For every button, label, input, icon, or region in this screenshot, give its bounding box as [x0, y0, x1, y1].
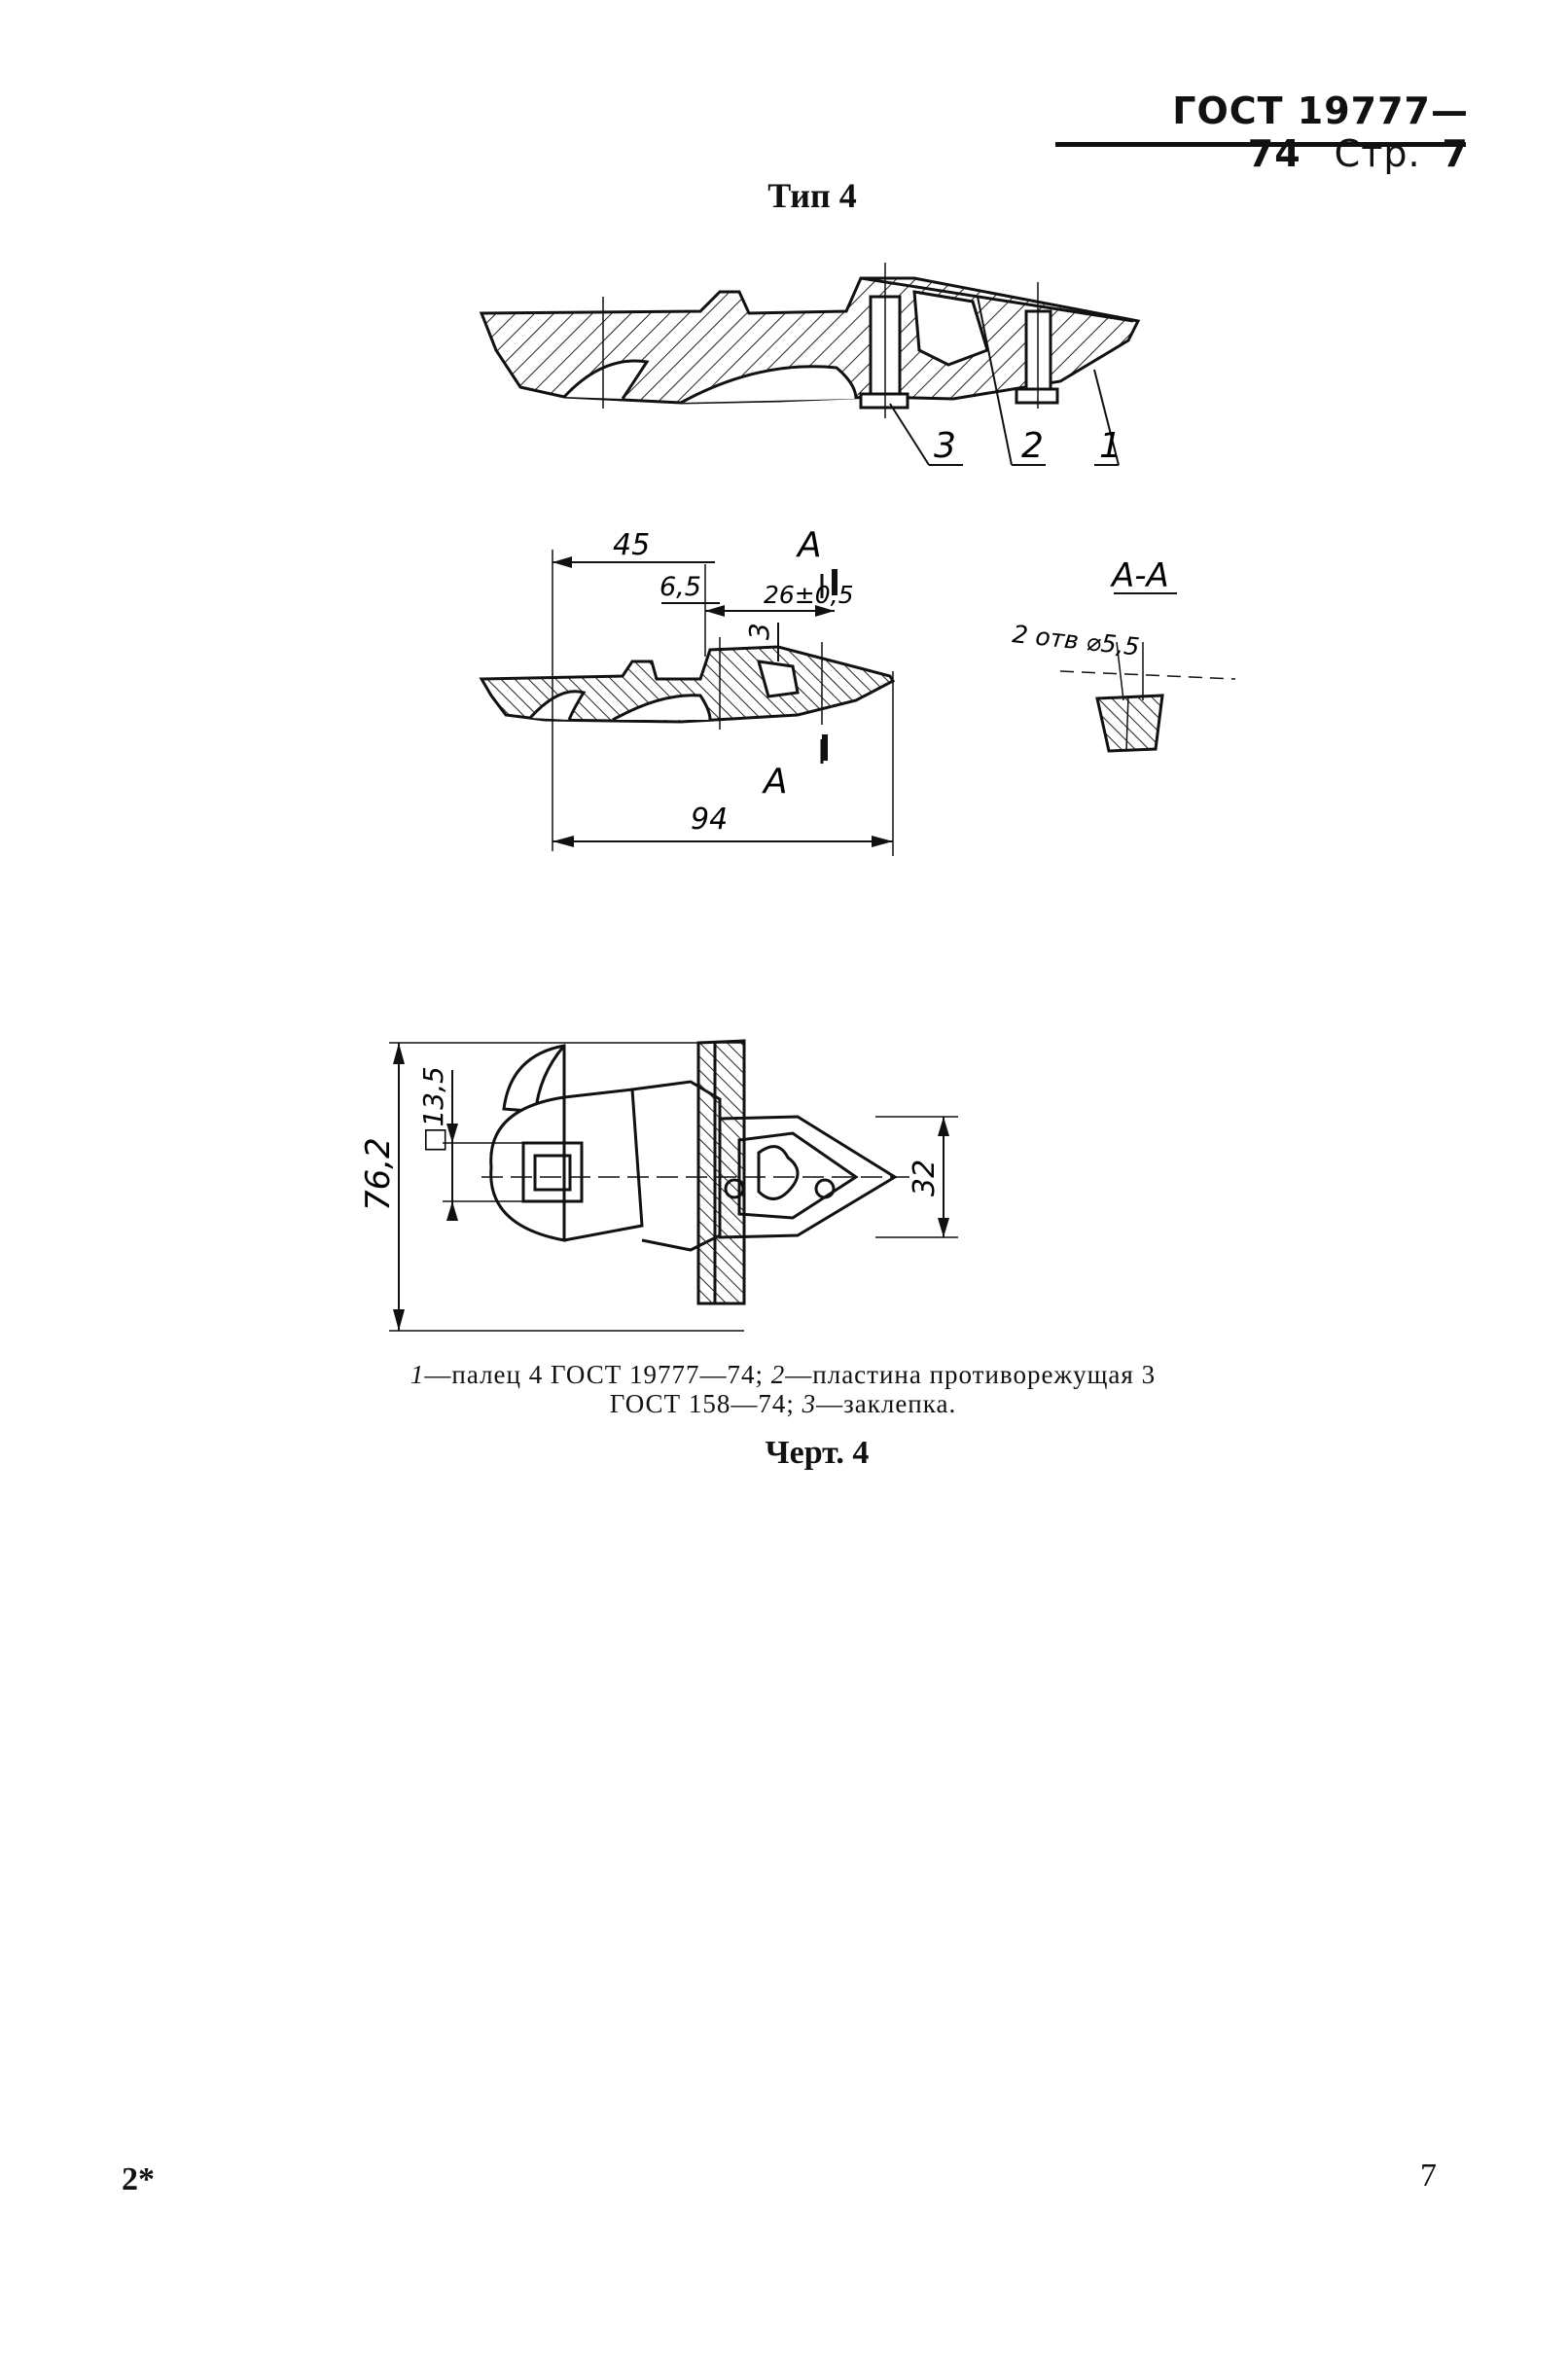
dim-45: 45: [613, 528, 650, 562]
dim-94: 94: [691, 803, 728, 837]
dim-6-5: 6,5: [659, 572, 701, 602]
callout-1: 1: [1099, 426, 1122, 466]
figure-caption: 1—палец 4 ГОСТ 19777—74; 2—пластина прот…: [336, 1360, 1230, 1418]
dim-26: 26±0,5: [764, 581, 854, 609]
type-title: Тип 4: [767, 176, 857, 215]
page-number: 7: [1442, 132, 1469, 175]
page-label: Стр.: [1334, 132, 1421, 175]
section-a-a-view: [1059, 592, 1236, 753]
dim-32: 32: [908, 1160, 942, 1196]
callout-2: 2: [1021, 426, 1044, 466]
standard-number: ГОСТ 19777—74: [1172, 89, 1469, 175]
section-mark-bottom: А: [762, 762, 788, 802]
technical-drawing: 3 2 1 А А 45 6,5 26±0,5 3 94: [359, 263, 1236, 1332]
dim-3: 3: [743, 623, 775, 640]
footer-page-number: 7: [1420, 2158, 1437, 2194]
section-mark-top: А: [796, 525, 822, 565]
figure-label: Черт. 4: [765, 1435, 870, 1471]
caption-num-2: 2: [770, 1360, 786, 1389]
section-view-main: [479, 263, 1141, 466]
section-title-a-a: А-А: [1110, 556, 1169, 595]
dim-76-2: 76,2: [359, 1137, 398, 1211]
caption-text-1: —палец 4 ГОСТ 19777—74;: [424, 1360, 771, 1389]
caption-line-2: ГОСТ 158—74; 3—заклепка.: [336, 1389, 1230, 1418]
header-rule: [1055, 142, 1466, 147]
caption-text-2b: ГОСТ 158—74;: [609, 1389, 802, 1418]
caption-text-2: —пластина противорежущая 3: [785, 1360, 1157, 1389]
caption-num-1: 1: [410, 1360, 425, 1389]
plan-view: [389, 1039, 958, 1332]
caption-num-3: 3: [802, 1389, 817, 1418]
side-view-dimensioned: [479, 550, 896, 856]
footer-sheet-mark: 2*: [122, 2161, 155, 2197]
callout-3: 3: [934, 426, 956, 466]
hole-note: 2 отв ⌀5,5: [1011, 620, 1141, 661]
caption-text-3: —заклепка.: [816, 1389, 957, 1418]
caption-line-1: 1—палец 4 ГОСТ 19777—74; 2—пластина прот…: [336, 1360, 1230, 1389]
dim-13-5: □13,5: [417, 1066, 449, 1153]
